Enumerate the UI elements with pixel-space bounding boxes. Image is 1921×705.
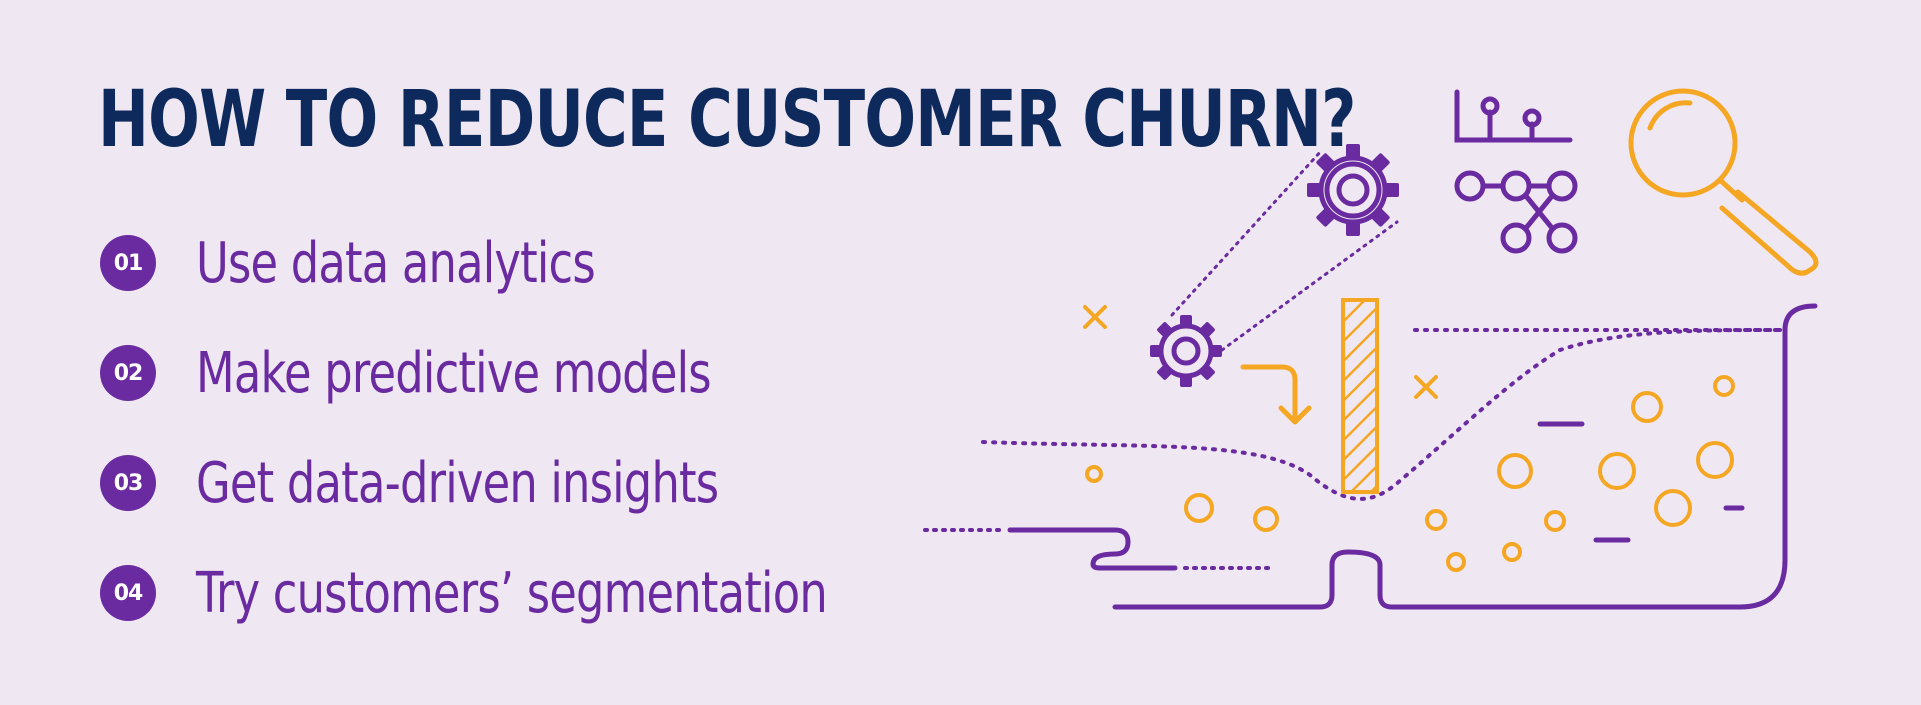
list-item: 03 Get data-driven insights	[100, 428, 985, 538]
network-icon	[1454, 170, 1578, 254]
step-number-badge: 04	[100, 565, 156, 621]
cross-icon	[1083, 305, 1107, 329]
list-item: 04 Try customers’ segmentation	[100, 538, 985, 648]
step-label: Try customers’ segmentation	[196, 560, 828, 626]
dashes	[1537, 421, 1745, 543]
step-number-badge: 01	[100, 235, 156, 291]
step-label: Get data-driven insights	[196, 450, 719, 516]
gear-icon	[1150, 315, 1222, 387]
inlet-pipe	[1007, 527, 1178, 571]
lollipop-chart-icon	[1454, 89, 1573, 143]
list-item: 02 Make predictive models	[100, 318, 985, 428]
tank-outline	[1112, 303, 1818, 610]
flow-curve	[981, 328, 1782, 501]
bubbles	[1085, 375, 1735, 572]
list-item: 01 Use data analytics	[100, 208, 985, 318]
cross-icon	[1414, 375, 1438, 399]
steps-list: 01 Use data analytics 02 Make predictive…	[100, 208, 985, 648]
step-label: Use data analytics	[196, 230, 596, 296]
step-number-badge: 03	[100, 455, 156, 511]
arrow-down-icon	[1240, 364, 1312, 425]
magnifier-icon	[1628, 88, 1819, 276]
striped-bar-icon	[1341, 298, 1379, 494]
step-number-badge: 02	[100, 345, 156, 401]
churn-illustration	[923, 88, 1819, 610]
step-label: Make predictive models	[196, 340, 712, 406]
gear-icon	[1307, 144, 1399, 236]
page-title: HOW TO REDUCE CUSTOMER CHURN?	[98, 75, 1356, 165]
belt-dots	[1170, 148, 1324, 317]
